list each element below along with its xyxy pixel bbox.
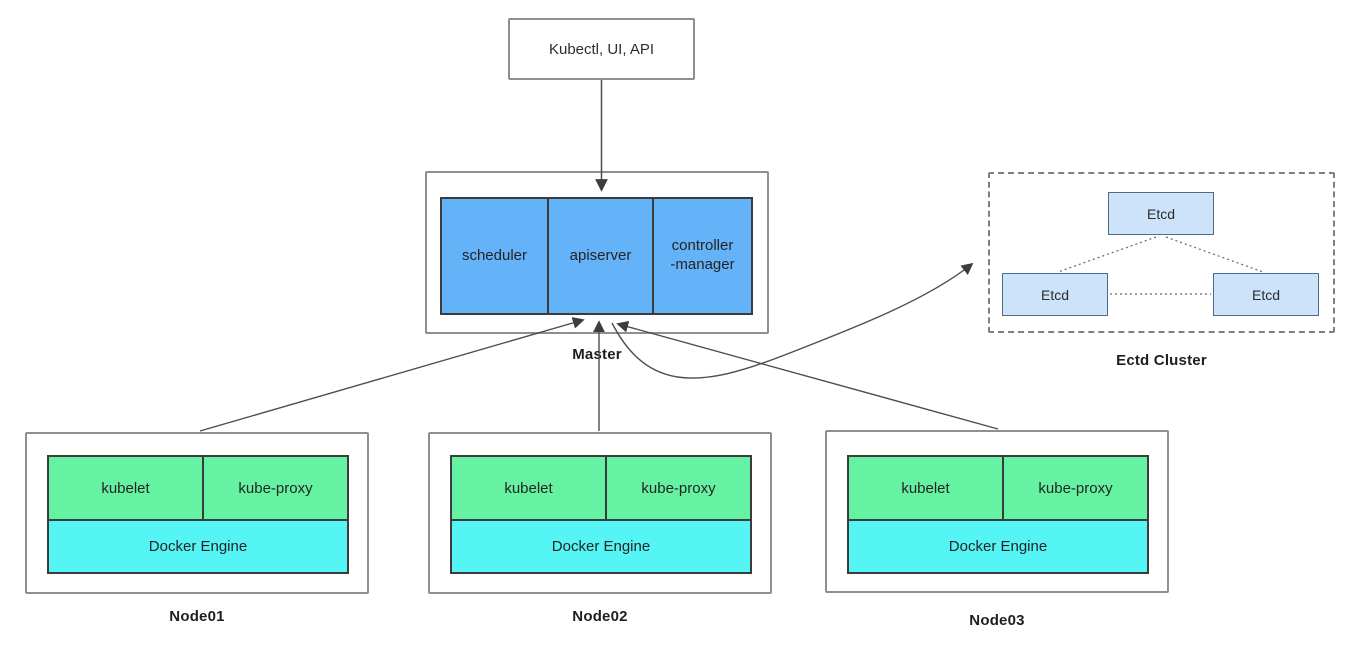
arrow-node01-to-apiserver [199,317,585,432]
kubelet-label: kubelet [901,479,950,497]
etcd-label: Etcd [1040,286,1069,303]
etcd-cluster-caption: Ectd Cluster [1116,352,1207,369]
arrow-node03-to-apiserver [616,320,999,430]
node02-agent-row: kubelet kube-proxy [452,457,750,521]
kubelet-box: kubelet [49,457,202,519]
etcd-node-left: Etcd [1002,273,1108,316]
node01-stack: kubelet kube-proxy Docker Engine [47,455,349,574]
etcd-label: Etcd [1251,286,1280,303]
kube-proxy-label: kube-proxy [1038,479,1113,497]
scheduler-box: scheduler [442,199,547,313]
docker-engine-box: Docker Engine [849,521,1147,572]
master-components-row: scheduler apiserver controller -manager [440,197,753,315]
kubelet-box: kubelet [452,457,605,519]
controller-manager-label: controller -manager [670,237,735,273]
kubelet-box: kubelet [849,457,1002,519]
kube-proxy-box: kube-proxy [605,457,750,519]
controller-manager-box: controller -manager [652,199,751,313]
etcd-node-top: Etcd [1108,192,1214,235]
apiserver-box: apiserver [547,199,652,313]
master-caption: Master [572,346,622,363]
node02-stack: kubelet kube-proxy Docker Engine [450,455,752,574]
node03-caption: Node03 [969,612,1025,629]
kube-proxy-label: kube-proxy [238,479,313,497]
kube-proxy-box: kube-proxy [1002,457,1147,519]
docker-engine-label: Docker Engine [948,538,1048,555]
client-label: Kubectl, UI, API [548,40,655,58]
kube-proxy-label: kube-proxy [641,479,716,497]
node03-stack: kubelet kube-proxy Docker Engine [847,455,1149,574]
apiserver-label: apiserver [569,246,632,264]
kube-proxy-box: kube-proxy [202,457,347,519]
kubelet-label: kubelet [504,479,553,497]
etcd-node-right: Etcd [1213,273,1319,316]
node01-agent-row: kubelet kube-proxy [49,457,347,521]
docker-engine-box: Docker Engine [49,521,347,572]
node03-agent-row: kubelet kube-proxy [849,457,1147,521]
kubelet-label: kubelet [101,479,150,497]
docker-engine-label: Docker Engine [551,538,651,555]
docker-engine-box: Docker Engine [452,521,750,572]
docker-engine-label: Docker Engine [148,538,248,555]
etcd-label: Etcd [1146,205,1175,222]
node02-caption: Node02 [572,608,628,625]
client-box: Kubectl, UI, API [508,18,695,80]
scheduler-label: scheduler [461,246,528,264]
node01-caption: Node01 [169,608,225,625]
